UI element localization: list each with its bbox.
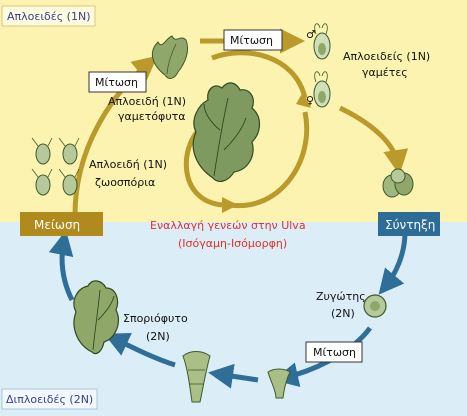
zoospores-label-line2: ζωοσπόρια	[95, 176, 155, 189]
arrow-sporophyte-to-meiosis	[48, 230, 75, 302]
haploid-zone-label: Απλοειδές (1Ν)	[7, 10, 91, 23]
mitosis-label-top: Μίτωση	[230, 34, 273, 47]
diagram-title-line1: Εναλλαγή γενεών στην Ulva	[150, 219, 306, 232]
young-sporeling-illustration	[267, 368, 291, 399]
arrow-fusion-to-zygote	[378, 231, 408, 295]
zygote-label-line1: Ζυγώτης	[316, 290, 366, 303]
gametes-label-line1: Απλοειδείς (1Ν)	[343, 50, 430, 63]
mitosis-box-top	[223, 29, 283, 51]
meiosis-label: Μείωση	[34, 218, 80, 232]
female-gamete-illustration	[313, 71, 331, 108]
gametophyte-label-line2: γαμετόφυτα	[118, 110, 186, 123]
diploid-zone-label: Διπλοειδές (2Ν)	[6, 393, 93, 406]
small-gametophyte-illustration	[151, 35, 189, 79]
mitosis-label-left: Μίτωση	[95, 76, 138, 89]
diploid-zone	[0, 222, 467, 416]
zygote-illustration	[363, 294, 387, 318]
arrow-gametes-to-fusion	[338, 105, 409, 175]
zygote-label-line2: (2Ν)	[331, 307, 355, 320]
fusion-box	[378, 212, 440, 236]
diploid-zone-label-box	[1, 388, 98, 410]
arrow-growing-to-sporophyte	[103, 333, 176, 368]
sporophyte-label-line2: (2Ν)	[146, 330, 170, 343]
diagram-title-line2: (Ισόγαμη-Ισόμορφη)	[178, 237, 287, 250]
male-gamete-illustration	[313, 23, 331, 60]
male-symbol: ♂	[306, 28, 316, 41]
gametophyte-label-line1: Απλοειδή (1Ν)	[108, 95, 186, 108]
gametes-label-line2: γαμέτες	[362, 66, 408, 79]
arrow-inner-loop-head-2	[222, 197, 238, 213]
zoospores-label-line1: Απλοειδή (1Ν)	[89, 158, 167, 171]
zoospores-illustration	[31, 137, 80, 196]
growing-sporophyte-illustration	[182, 351, 211, 403]
mitosis-box-bottom	[305, 341, 363, 363]
sporophyte-label-line1: Σποριόφυτο	[123, 312, 188, 325]
mitosis-label-bottom: Μίτωση	[313, 346, 356, 359]
gametophyte-illustration	[192, 82, 261, 182]
meiosis-box	[20, 212, 103, 236]
mitosis-box-left	[88, 71, 147, 93]
fusion-label: Σύντηξη	[385, 218, 435, 232]
fusing-gametes-illustration	[382, 168, 414, 198]
arrow-sporeling-to-growing	[208, 363, 259, 389]
female-symbol: ♀	[306, 94, 314, 107]
arrow-inner-loop-head	[296, 92, 311, 108]
sporophyte-illustration	[73, 280, 119, 355]
haploid-zone-label-box	[1, 5, 96, 27]
